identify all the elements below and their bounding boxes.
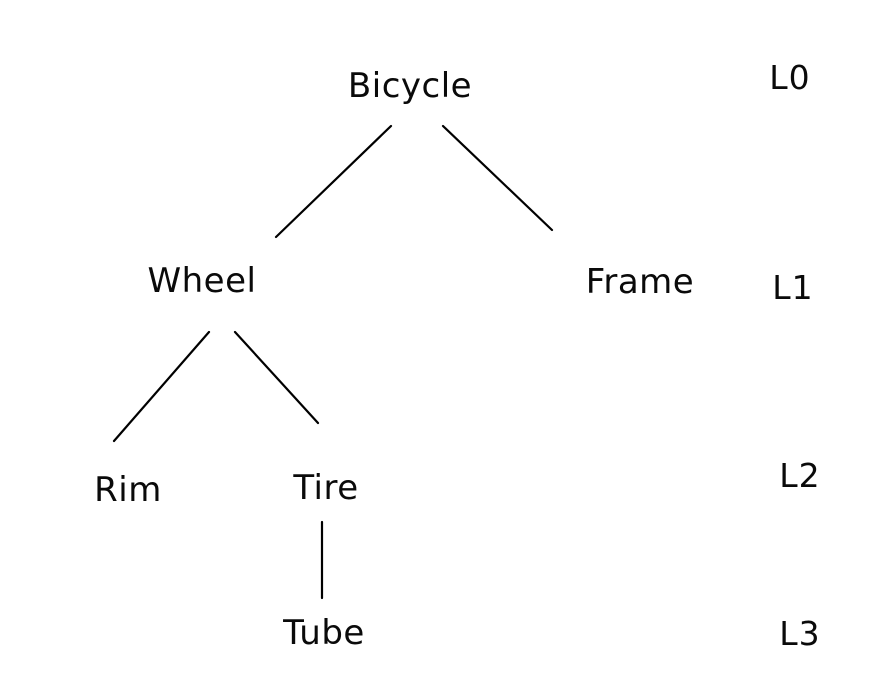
level-label-l1: L1 <box>772 268 813 307</box>
tree-node-tube[interactable]: Tube <box>282 613 365 653</box>
tree-node-wheel[interactable]: Wheel <box>148 261 257 301</box>
tree-node-frame[interactable]: Frame <box>586 262 694 302</box>
level-label-l3: L3 <box>779 614 820 653</box>
tree-node-bicycle[interactable]: Bicycle <box>348 66 472 106</box>
level-label-l2: L2 <box>779 456 820 495</box>
tree-node-rim[interactable]: Rim <box>94 470 162 510</box>
tree-node-tire[interactable]: Tire <box>292 468 358 508</box>
tree-edge-wheel-to-rim <box>112 330 211 443</box>
tree-edge-bicycle-to-frame <box>441 124 554 232</box>
edges-group <box>112 124 554 600</box>
level-label-l0: L0 <box>769 58 810 97</box>
tree-edge-bicycle-to-wheel <box>274 124 393 239</box>
tree-edge-wheel-to-tire <box>233 330 320 425</box>
